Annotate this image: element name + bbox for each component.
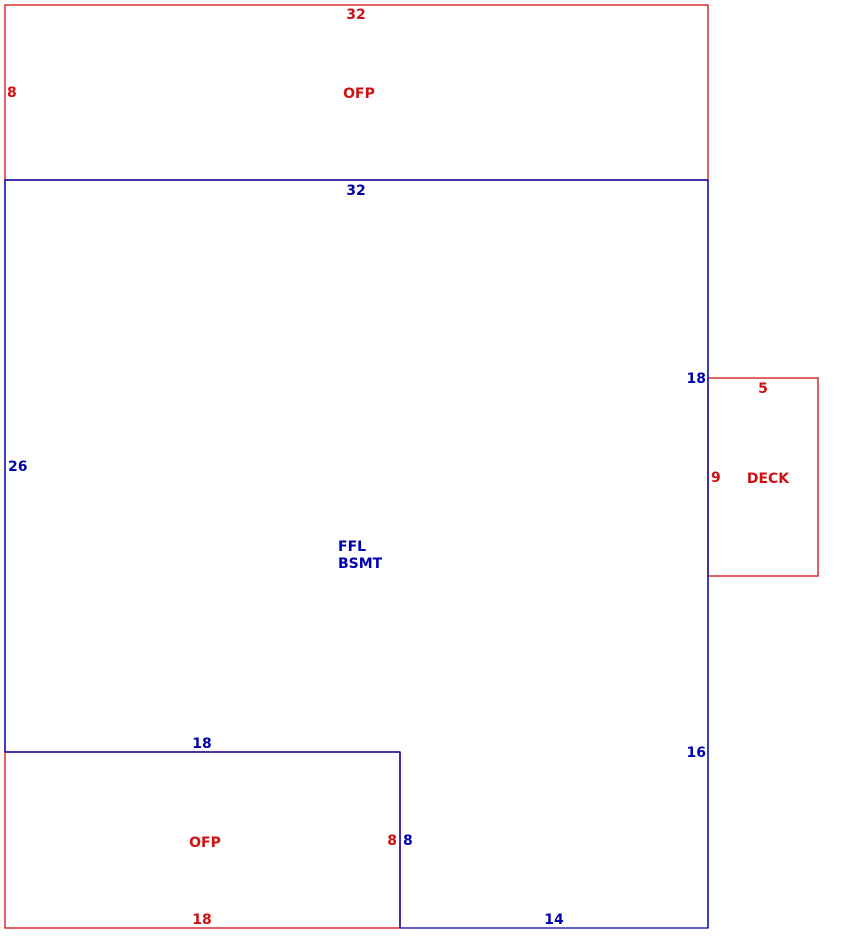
deck-name: DECK bbox=[747, 471, 790, 487]
top-porch-width-label: 32 bbox=[346, 7, 365, 23]
main-left-side-label: 26 bbox=[8, 459, 27, 475]
top-porch: 32 8 OFP bbox=[4, 4, 709, 181]
main-bottom-left-label: 18 bbox=[192, 736, 211, 752]
main-house-name-line2: BSMT bbox=[338, 556, 383, 572]
deck-depth-label: 9 bbox=[711, 470, 721, 486]
main-right-lower-label: 16 bbox=[687, 745, 706, 761]
main-house-name-line1: FFL bbox=[338, 539, 366, 555]
bottom-porch-name: OFP bbox=[189, 835, 221, 851]
deck: 5 9 DECK bbox=[707, 377, 819, 577]
bottom-porch-width-label: 18 bbox=[192, 912, 211, 928]
main-house: 32 26 18 16 18 14 8 FFL BSMT bbox=[4, 179, 709, 929]
main-notch-side-label: 8 bbox=[403, 833, 413, 849]
deck-width-label: 5 bbox=[758, 381, 768, 397]
bottom-porch-depth-label: 8 bbox=[387, 833, 397, 849]
top-porch-name: OFP bbox=[343, 86, 375, 102]
main-right-upper-label: 18 bbox=[687, 371, 706, 387]
bottom-porch: 18 8 OFP bbox=[4, 751, 401, 929]
main-bottom-right-label: 14 bbox=[544, 912, 564, 928]
top-porch-depth-label: 8 bbox=[7, 85, 17, 101]
main-top-width-label: 32 bbox=[346, 183, 365, 199]
